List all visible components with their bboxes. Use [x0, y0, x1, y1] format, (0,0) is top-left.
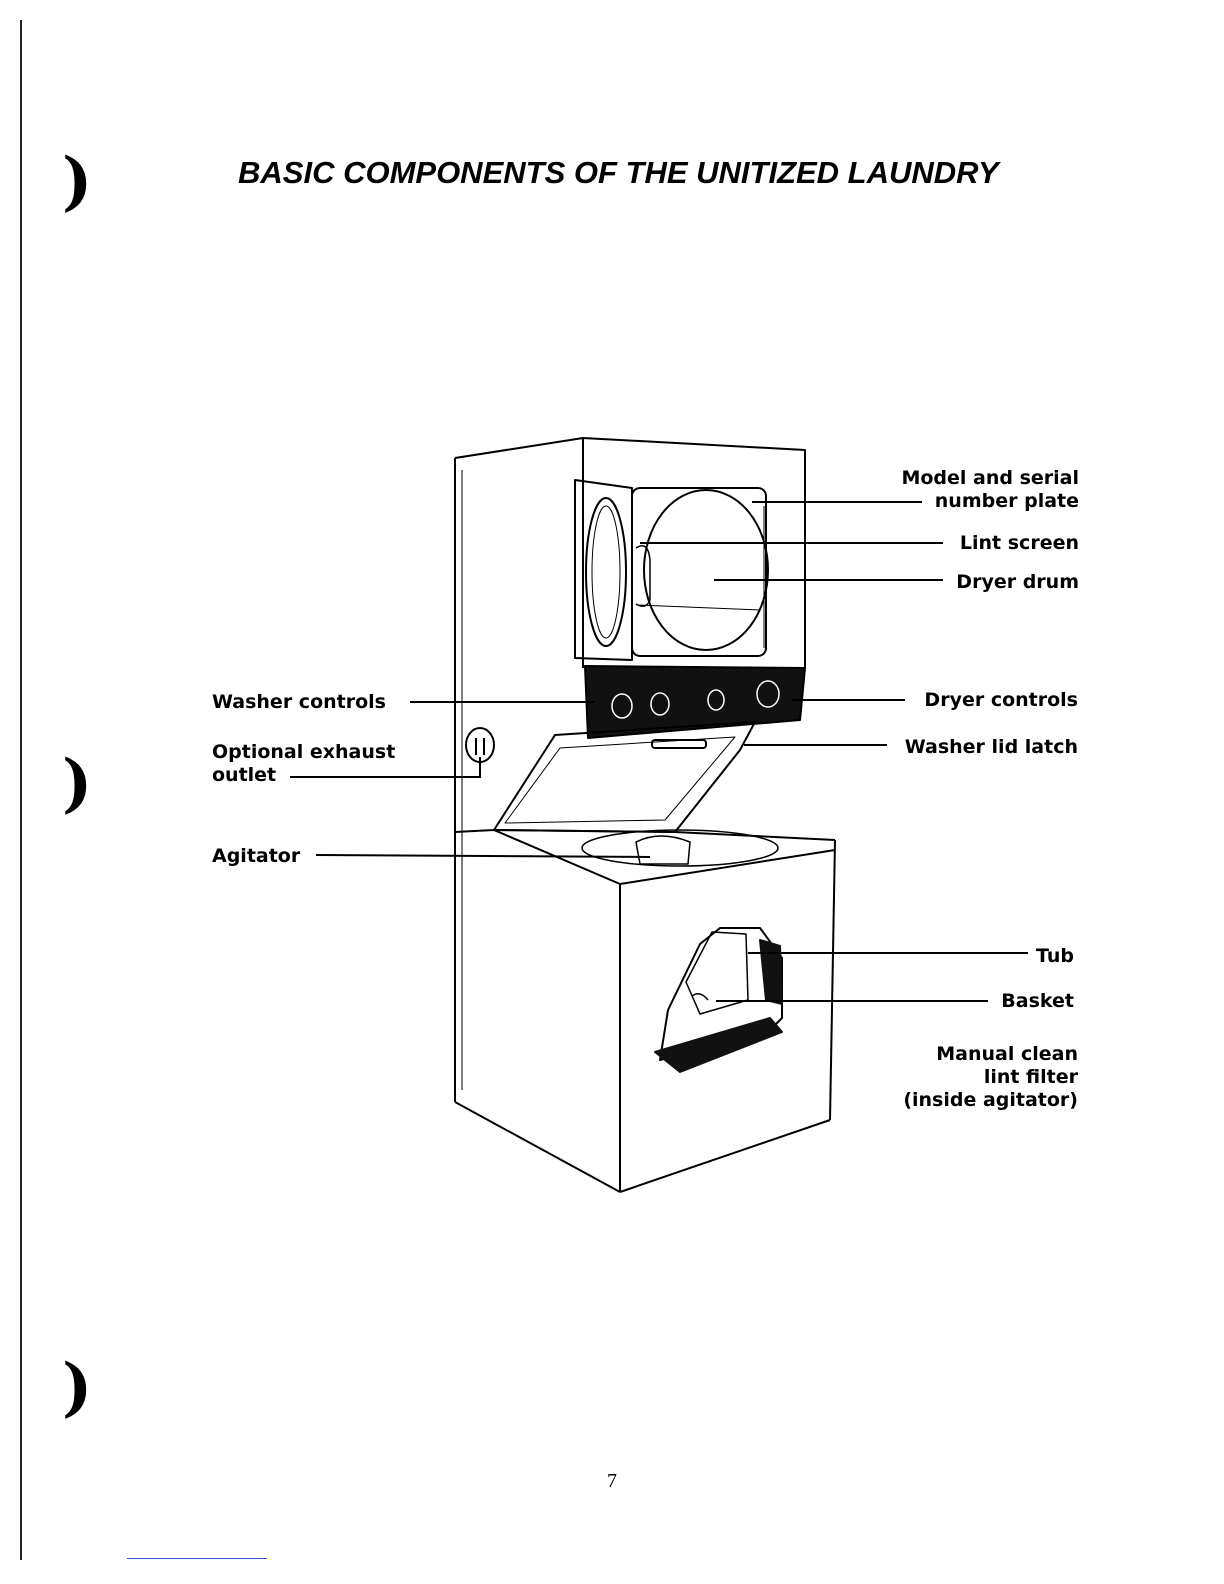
label-line: number plate: [901, 490, 1079, 513]
control-panel: [585, 666, 805, 738]
label-line: Model and serial: [901, 467, 1079, 490]
label-dryer-controls: Dryer controls: [924, 689, 1078, 712]
label-line: Manual clean: [903, 1043, 1078, 1066]
label-line: outlet: [212, 764, 395, 787]
page-number: 7: [607, 1470, 617, 1493]
label-washer-controls: Washer controls: [212, 691, 386, 714]
dryer-drum: [632, 488, 768, 656]
footer-rule: [127, 1558, 267, 1559]
label-line: (inside agitator): [903, 1089, 1078, 1112]
label-exhaust-outlet: Optional exhaust outlet: [212, 741, 395, 787]
washer-cabinet: [455, 840, 835, 1192]
exhaust-outlet: [466, 728, 494, 762]
label-agitator: Agitator: [212, 845, 300, 868]
label-washer-lid-latch: Washer lid latch: [905, 736, 1078, 759]
cabinet-outline: [455, 438, 805, 1102]
label-line: Optional exhaust: [212, 741, 395, 764]
label-line: lint filter: [903, 1066, 1078, 1089]
label-lint-filter: Manual clean lint filter (inside agitato…: [903, 1043, 1078, 1112]
label-dryer-drum: Dryer drum: [956, 571, 1079, 594]
label-tub: Tub: [1036, 945, 1074, 968]
leader-agitator: [316, 855, 650, 857]
label-model-serial-plate: Model and serial number plate: [901, 467, 1079, 513]
label-lint-screen: Lint screen: [960, 532, 1079, 555]
washer-lid: [494, 722, 755, 832]
label-basket: Basket: [1001, 990, 1074, 1013]
